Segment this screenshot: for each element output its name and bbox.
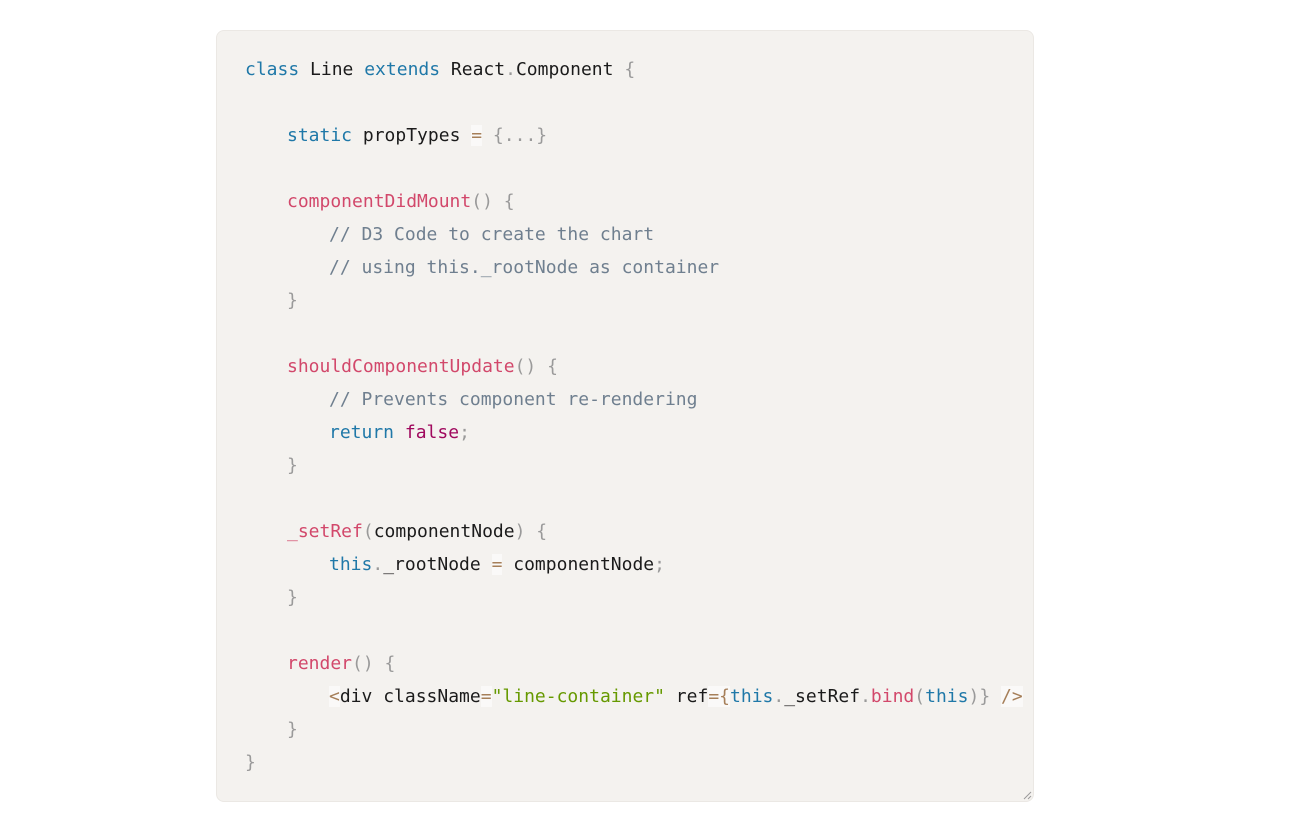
- code-line-13: }: [245, 451, 1033, 484]
- token-punctuation: {: [613, 59, 636, 80]
- token-comment: // using this._rootNode as container: [329, 257, 720, 278]
- token-punctuation: .: [860, 686, 871, 707]
- token-punctuation: .: [773, 686, 785, 707]
- token-punctuation: }: [287, 719, 298, 740]
- token-keyword: static: [287, 125, 353, 146]
- code-line-blank: [245, 616, 1033, 649]
- code-line-21: }: [245, 715, 1033, 748]
- token-space: [990, 686, 1001, 707]
- code-line-7: // using this._rootNode as container: [245, 253, 1033, 286]
- token-property: _setRef: [784, 686, 861, 707]
- token-operator: =: [491, 554, 503, 575]
- token-punctuation: }: [287, 587, 298, 608]
- token-identifier: React: [440, 59, 506, 80]
- token-operator: <: [329, 686, 340, 707]
- token-punctuation: )}: [968, 686, 991, 707]
- token-punctuation: (: [914, 686, 926, 707]
- code-line-10: shouldComponentUpdate() {: [245, 352, 1033, 385]
- code-line-19: render() {: [245, 649, 1033, 682]
- token-function: bind: [870, 686, 915, 707]
- code-line-1: class Line extends React.Component {: [245, 55, 1033, 88]
- token-identifier: propTypes: [352, 125, 472, 146]
- token-comment: // D3 Code to create the chart: [329, 224, 655, 245]
- token-operator: />: [1001, 686, 1023, 707]
- token-string: "line-container": [491, 686, 665, 707]
- code-line-17: }: [245, 583, 1033, 616]
- token-attribute: ref: [664, 686, 709, 707]
- token-punctuation: (): [471, 191, 493, 212]
- token-punctuation: .: [372, 554, 384, 575]
- token-punctuation: {: [536, 356, 558, 377]
- token-keyword: this: [925, 686, 969, 707]
- token-punctuation: {...}: [482, 125, 548, 146]
- token-punctuation: ;: [459, 422, 470, 443]
- code-line-3: static propTypes = {...}: [245, 121, 1033, 154]
- token-identifier: Component: [515, 59, 614, 80]
- token-function: shouldComponentUpdate: [287, 356, 515, 377]
- code-line-12: return false;: [245, 418, 1033, 451]
- token-keyword: return: [329, 422, 395, 443]
- token-property: _rootNode: [383, 554, 492, 575]
- code-line-20: <div className="line-container" ref={thi…: [245, 682, 1033, 715]
- token-operator: =: [480, 686, 492, 707]
- token-class-name: Line: [299, 59, 365, 80]
- token-jsx-tag: div className: [339, 686, 481, 707]
- resize-handle-icon[interactable]: [1022, 790, 1032, 800]
- token-parameter: componentNode: [373, 521, 515, 542]
- token-operator: =: [471, 125, 483, 146]
- token-punctuation: {: [492, 191, 515, 212]
- code-line-blank: [245, 88, 1033, 121]
- code-line-11: // Prevents component re-rendering: [245, 385, 1033, 418]
- token-keyword: this: [329, 554, 373, 575]
- token-keyword: this: [730, 686, 774, 707]
- token-punctuation: ): [514, 521, 526, 542]
- code-line-6: // D3 Code to create the chart: [245, 220, 1033, 253]
- token-comment: // Prevents component re-rendering: [329, 389, 698, 410]
- code-line-15: _setRef(componentNode) {: [245, 517, 1033, 550]
- token-punctuation: .: [505, 59, 516, 80]
- token-identifier: componentNode: [502, 554, 655, 575]
- token-punctuation: ;: [654, 554, 665, 575]
- token-punctuation: (): [514, 356, 537, 377]
- token-keyword: extends: [364, 59, 441, 80]
- token-punctuation: {: [373, 653, 396, 674]
- token-punctuation: }: [287, 290, 298, 311]
- token-punctuation: (: [362, 521, 374, 542]
- code-line-blank: [245, 484, 1033, 517]
- token-keyword: class: [245, 59, 300, 80]
- token-punctuation: {: [525, 521, 548, 542]
- token-space: [394, 422, 405, 443]
- token-punctuation: }: [287, 455, 298, 476]
- code-line-blank: [245, 154, 1033, 187]
- code-line-22: }: [245, 748, 1033, 781]
- token-punctuation: (): [352, 653, 374, 674]
- token-function: componentDidMount: [287, 191, 472, 212]
- code-line-blank: [245, 319, 1033, 352]
- code-line-5: componentDidMount() {: [245, 187, 1033, 220]
- token-boolean: false: [404, 422, 460, 443]
- code-line-8: }: [245, 286, 1033, 319]
- token-operator: =: [708, 686, 720, 707]
- code-line-16: this._rootNode = componentNode;: [245, 550, 1033, 583]
- token-function: _setRef: [287, 521, 363, 542]
- token-punctuation: {: [719, 686, 731, 707]
- code-block: class Line extends React.Component { sta…: [216, 30, 1034, 802]
- token-punctuation: }: [245, 752, 256, 773]
- token-function: render: [287, 653, 353, 674]
